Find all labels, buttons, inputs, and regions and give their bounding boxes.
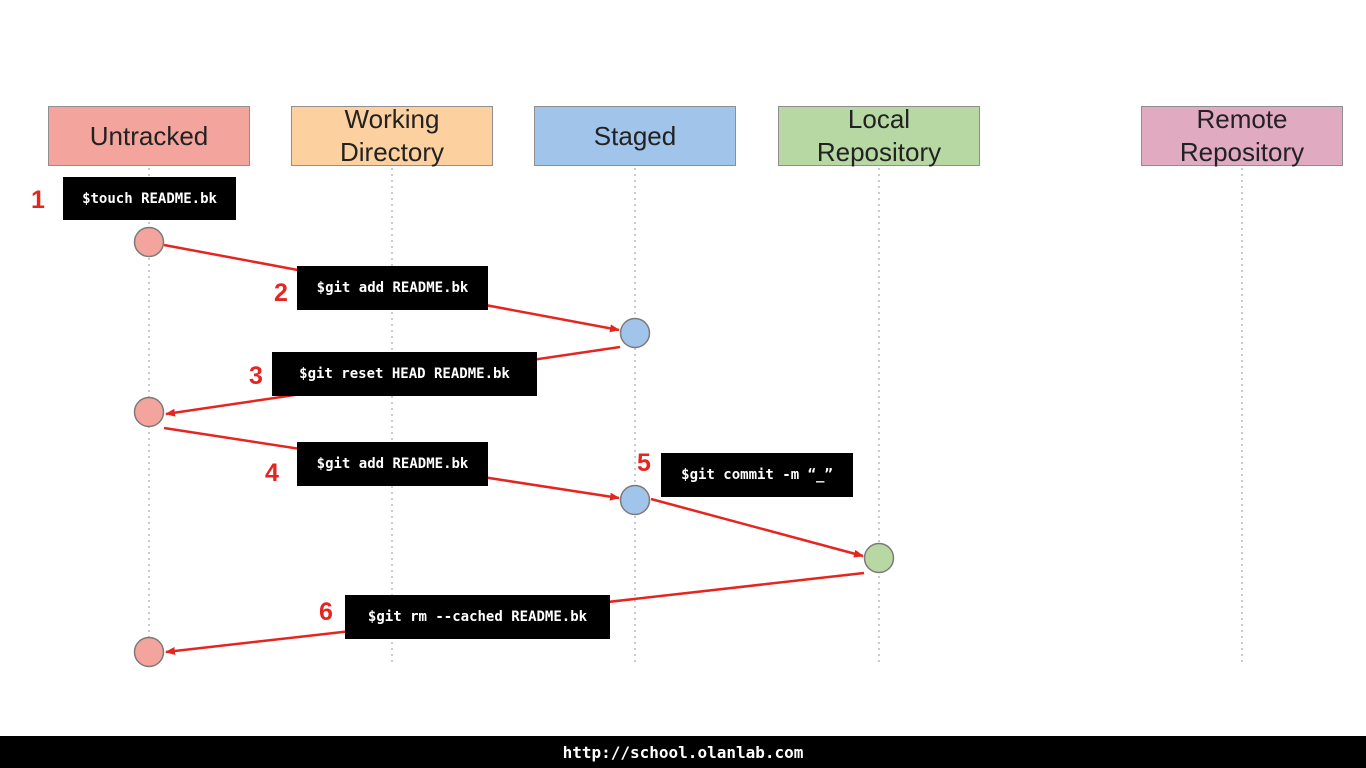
lane-header-staged: Staged: [534, 106, 736, 166]
command-box-step-6: $git rm --cached README.bk: [345, 595, 610, 639]
command-box-step-3: $git reset HEAD README.bk: [272, 352, 537, 396]
lane-header-working-directory: Working Directory: [291, 104, 493, 167]
command-box-step-1: $touch README.bk: [63, 177, 236, 220]
command-box-step-4: $git add README.bk: [297, 442, 488, 486]
state-untracked-3: [133, 636, 165, 668]
state-staged-1: [619, 317, 651, 349]
step-number-1: 1: [31, 186, 45, 214]
state-staged-2: [619, 484, 651, 516]
lane-label-staged: Staged: [593, 120, 677, 151]
lane-header-untracked: Untracked: [48, 106, 250, 166]
step-number-3: 3: [249, 362, 263, 390]
arrow-step-5: [650, 497, 864, 558]
command-box-step-5: $git commit -m “_”: [661, 453, 853, 497]
step-number-6: 6: [319, 598, 333, 626]
footer-bar: http://school.olanlab.com: [0, 736, 1366, 768]
state-untracked-2: [133, 396, 165, 428]
step-number-5: 5: [637, 449, 651, 477]
lane-label-remote-repository: Remote Repository: [1179, 104, 1305, 167]
lane-label-local-repository: Local Repository: [816, 104, 942, 167]
lane-label-working-directory: Working Directory: [339, 104, 444, 167]
footer-url: http://school.olanlab.com: [562, 742, 804, 762]
step-number-4: 4: [265, 459, 279, 487]
command-box-step-2: $git add README.bk: [297, 266, 488, 310]
sequence-diagram: [133, 168, 1243, 668]
lane-label-untracked: Untracked: [89, 120, 209, 151]
state-untracked-1: [133, 226, 165, 258]
lane-header-local-repository: Local Repository: [778, 104, 980, 167]
lane-header-remote-repository: Remote Repository: [1141, 104, 1343, 167]
state-local-repository: [863, 542, 895, 574]
step-number-2: 2: [274, 279, 288, 307]
